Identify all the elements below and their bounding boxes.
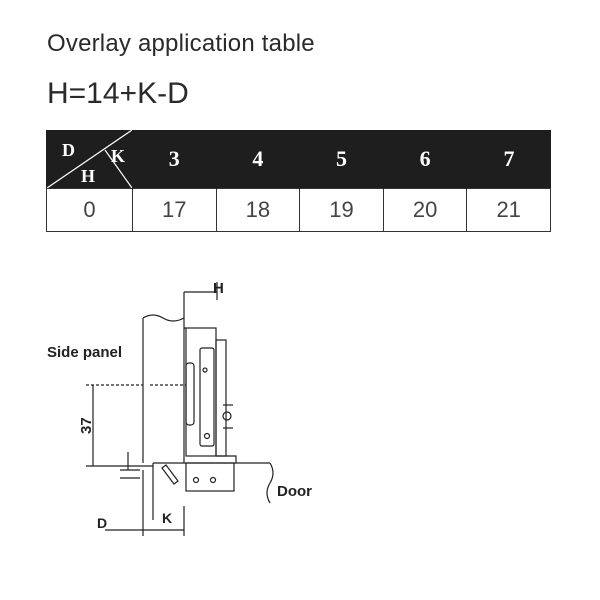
h-value-cell: 21: [466, 188, 551, 232]
h-value-cell: 17: [132, 188, 217, 232]
overlay-table: D K H 3 4 5 6 7 0 17 18 19 20 21: [46, 130, 551, 232]
h-value-cell: 20: [382, 188, 468, 232]
h-dimension-lines: [184, 282, 218, 300]
k-value-cell: 6: [382, 130, 467, 189]
label-door: Door: [277, 483, 312, 500]
k-value-cell: 3: [132, 130, 217, 189]
label-d: D: [97, 515, 107, 531]
k-value-cell: 5: [299, 130, 384, 189]
door-shape: [152, 462, 274, 520]
h-value-cell: 18: [215, 188, 301, 232]
label-h: H: [213, 280, 224, 297]
corner-label-k: K: [111, 146, 126, 166]
dimension-37-lines: [86, 384, 186, 467]
offset-marks: [120, 452, 140, 479]
page-title: Overlay application table: [47, 30, 315, 57]
label-side-panel: Side panel: [47, 344, 122, 361]
corner-diagonal-lines: [47, 130, 132, 188]
corner-label-d: D: [62, 140, 75, 160]
d-value-cell: 0: [46, 188, 133, 232]
table-header-row: D K H 3 4 5 6 7: [46, 130, 551, 189]
label-k: K: [162, 510, 172, 526]
side-panel-shape: [142, 292, 185, 463]
table-data-row: 0 17 18 19 20 21: [46, 188, 551, 232]
corner-label-h: H: [81, 166, 96, 186]
dk-dimension-lines: [105, 470, 185, 536]
table-corner-cell: D K H: [46, 130, 133, 189]
formula: H=14+K-D: [47, 77, 189, 110]
h-value-cell: 19: [299, 188, 384, 232]
k-value-cell: 4: [215, 130, 300, 189]
k-value-cell: 7: [466, 130, 551, 189]
hinge-body: [184, 327, 237, 463]
label-37: 37: [78, 417, 95, 434]
